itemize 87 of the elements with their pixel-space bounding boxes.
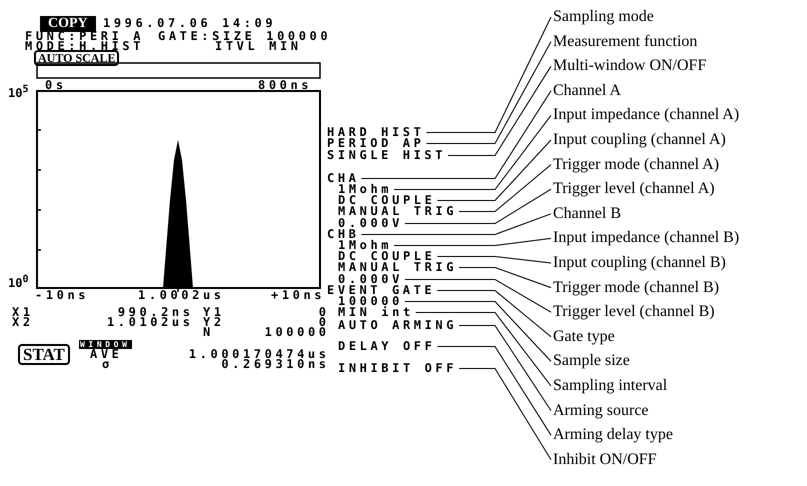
display-setting-text: INHIBIT OFF [338, 363, 458, 374]
annotation-label: Trigger level (channel A) [553, 180, 715, 198]
display-text: X2 [12, 317, 34, 328]
display-setting-text: DC COUPLE [338, 251, 436, 262]
display-text: AVE [90, 349, 122, 360]
leader-line [404, 279, 552, 313]
annotation-label: Channel A [553, 82, 621, 100]
leader-line [404, 188, 552, 224]
annotation-label: Gate type [553, 328, 615, 346]
softkey-button: AUTO SCALE [34, 50, 120, 66]
leader-line [404, 301, 552, 362]
display-setting-text: MANUAL TRIG [338, 262, 458, 273]
leader-line [436, 256, 552, 264]
display-text: +10ns [271, 290, 326, 301]
axis-label: 10$^{5}$ [8, 83, 28, 100]
leader-line [360, 213, 552, 235]
display-setting-text: MANUAL TRIG [338, 206, 458, 217]
display-setting-text: HARD HIST [327, 127, 424, 138]
display-setting-text: 0.000V [338, 218, 403, 229]
annotation-label: Arming delay type [553, 426, 673, 444]
annotation-label: Sampling interval [553, 377, 668, 395]
display-text: N [203, 327, 214, 338]
softkey-button: STAT [18, 344, 70, 365]
annotation-label: Trigger level (channel B) [553, 303, 715, 322]
annotation-label: Input coupling (channel A) [553, 131, 726, 149]
annotation-label: Trigger mode (channel A) [553, 156, 720, 174]
leader-line [426, 16, 552, 133]
display-setting-text: CHB [327, 229, 360, 240]
annotation-label: Input impedance (channel B) [553, 229, 740, 248]
display-text: MODE:H.HIST [25, 41, 144, 52]
leader-line [436, 346, 552, 436]
display-text: 0.269310ns [221, 359, 330, 370]
leader-line [426, 41, 552, 144]
display-text: Y1 [203, 307, 225, 318]
leader-line [394, 114, 552, 190]
annotation-label: Sample size [553, 352, 630, 370]
leader-line [436, 290, 552, 338]
display-setting-text: DELAY OFF [338, 341, 436, 352]
display-setting-text: AUTO ARMING [338, 320, 458, 331]
display-setting-text: 0.000V [338, 274, 403, 285]
annotation-label: Input coupling (channel B) [553, 254, 726, 272]
leader-line [458, 164, 552, 212]
display-setting-text: EVENT GATE [327, 285, 436, 296]
display-setting-text: 100000 [338, 296, 403, 307]
display-text: FUNC:PERI A [25, 31, 144, 42]
leader-line [360, 90, 552, 179]
annotation-label: Sampling mode [553, 8, 654, 26]
display-text: 1.0002us [138, 290, 225, 301]
display-setting-text: 1Mohm [338, 240, 392, 251]
annotation-label: Multi-window ON/OFF [553, 57, 706, 76]
leader-line [458, 325, 552, 412]
annotation-label: Measurement function [553, 32, 698, 51]
display-text: 1996.07.06 14:09 [103, 18, 276, 29]
display-text: -10ns [35, 290, 90, 301]
display-text: X1 [12, 307, 34, 318]
window-label: WINDOW [79, 340, 132, 349]
display-text: 0 [318, 317, 330, 328]
annotation-label: Channel B [553, 204, 621, 223]
display-setting-text: DC COUPLE [338, 195, 436, 206]
leader-line [458, 368, 552, 460]
annotation-label: Trigger mode (channel B) [553, 278, 720, 297]
display-text: 990.2ns [118, 307, 194, 318]
annotation-label: Arming source [553, 402, 649, 420]
leader-line [394, 238, 552, 246]
annotation-label: Inhibit ON/OFF [553, 450, 657, 469]
display-text: GATE:SIZE 100000 [158, 31, 332, 42]
leader-line [458, 267, 552, 288]
display-text: 100000 [264, 327, 330, 338]
display-setting-text: MIN int [338, 307, 414, 318]
leader-line [415, 312, 552, 386]
leader-line [448, 66, 552, 156]
display-text: σ [102, 359, 113, 370]
leader-line [436, 140, 552, 201]
display-text: 0 [318, 307, 330, 318]
display-text: ITVL MIN [215, 41, 302, 52]
display-setting-text: PERIOD AP [327, 138, 424, 149]
display-text: 1.0102us [106, 317, 194, 328]
display-setting-text: CHA [327, 173, 360, 184]
display-text: Y2 [203, 317, 225, 328]
display-setting-text: 1Mohm [338, 184, 392, 195]
status-label: COPY [40, 16, 96, 32]
display-text: 800ns [258, 80, 312, 91]
axis-label: 10$^{0}$ [8, 273, 28, 290]
display-setting-text: SINGLE HIST [327, 150, 446, 161]
annotation-label: Input impedance (channel A) [553, 106, 740, 124]
display-text: 0s [45, 80, 67, 91]
display-text: 1.000170474us [188, 349, 330, 360]
